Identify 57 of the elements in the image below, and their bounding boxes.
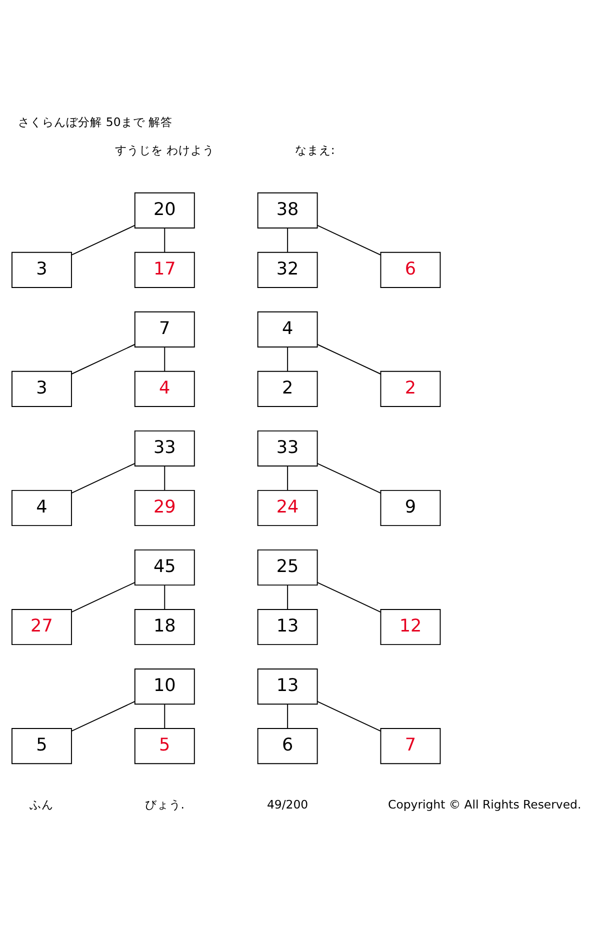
connector [287, 346, 288, 372]
node-box: 13 [257, 668, 318, 704]
label: すうじを わけよう [114, 142, 215, 156]
connector [71, 224, 136, 255]
node-box: 27 [11, 608, 72, 645]
node-box: 7 [380, 727, 441, 764]
connector [164, 703, 166, 728]
node-box: 4 [11, 489, 72, 526]
connector [164, 584, 166, 610]
connector [71, 581, 136, 612]
connector [316, 700, 382, 732]
label: びょう. [144, 797, 185, 812]
connector [164, 227, 166, 252]
node-box: 32 [257, 251, 318, 288]
label: なまえ: [294, 142, 335, 156]
connector [316, 581, 382, 612]
label: ふん [30, 797, 54, 812]
node-box: 2 [380, 370, 441, 407]
node-box: 9 [380, 489, 441, 526]
connector [316, 462, 382, 493]
node-box: 18 [134, 608, 195, 645]
connector [71, 343, 136, 374]
node-box: 13 [257, 608, 318, 645]
connector [287, 703, 288, 728]
connector [287, 227, 288, 252]
connector [164, 346, 166, 372]
node-box: 5 [134, 727, 195, 764]
diagram-title: さくらんぼ分解 50まで 解答 [18, 114, 173, 129]
node-box: 20 [134, 192, 195, 228]
node-box: 29 [134, 489, 195, 526]
node-box: 4 [257, 310, 318, 348]
node-box: 24 [257, 489, 318, 526]
label: 49/200 [267, 797, 308, 812]
node-box: 17 [134, 251, 195, 288]
node-box: 7 [134, 310, 195, 348]
connector [164, 465, 166, 490]
node-box: 33 [257, 430, 318, 466]
node-box: 6 [380, 251, 441, 288]
node-box: 3 [11, 251, 72, 288]
connector [316, 224, 382, 255]
connector [71, 700, 136, 732]
connector [287, 584, 288, 610]
label: Copyright © All Rights Reserved. [388, 797, 582, 812]
node-box: 2 [257, 370, 318, 407]
node-box: 10 [134, 668, 195, 704]
node-box: 12 [380, 608, 441, 645]
connector [287, 465, 288, 490]
node-box: 45 [134, 548, 195, 586]
node-box: 33 [134, 430, 195, 466]
connector [316, 343, 382, 374]
node-box: 3 [11, 370, 72, 407]
node-box: 5 [11, 727, 72, 764]
node-box: 38 [257, 192, 318, 228]
node-box: 6 [257, 727, 318, 764]
node-box: 25 [257, 548, 318, 586]
connector [71, 462, 136, 493]
node-box: 4 [134, 370, 195, 407]
